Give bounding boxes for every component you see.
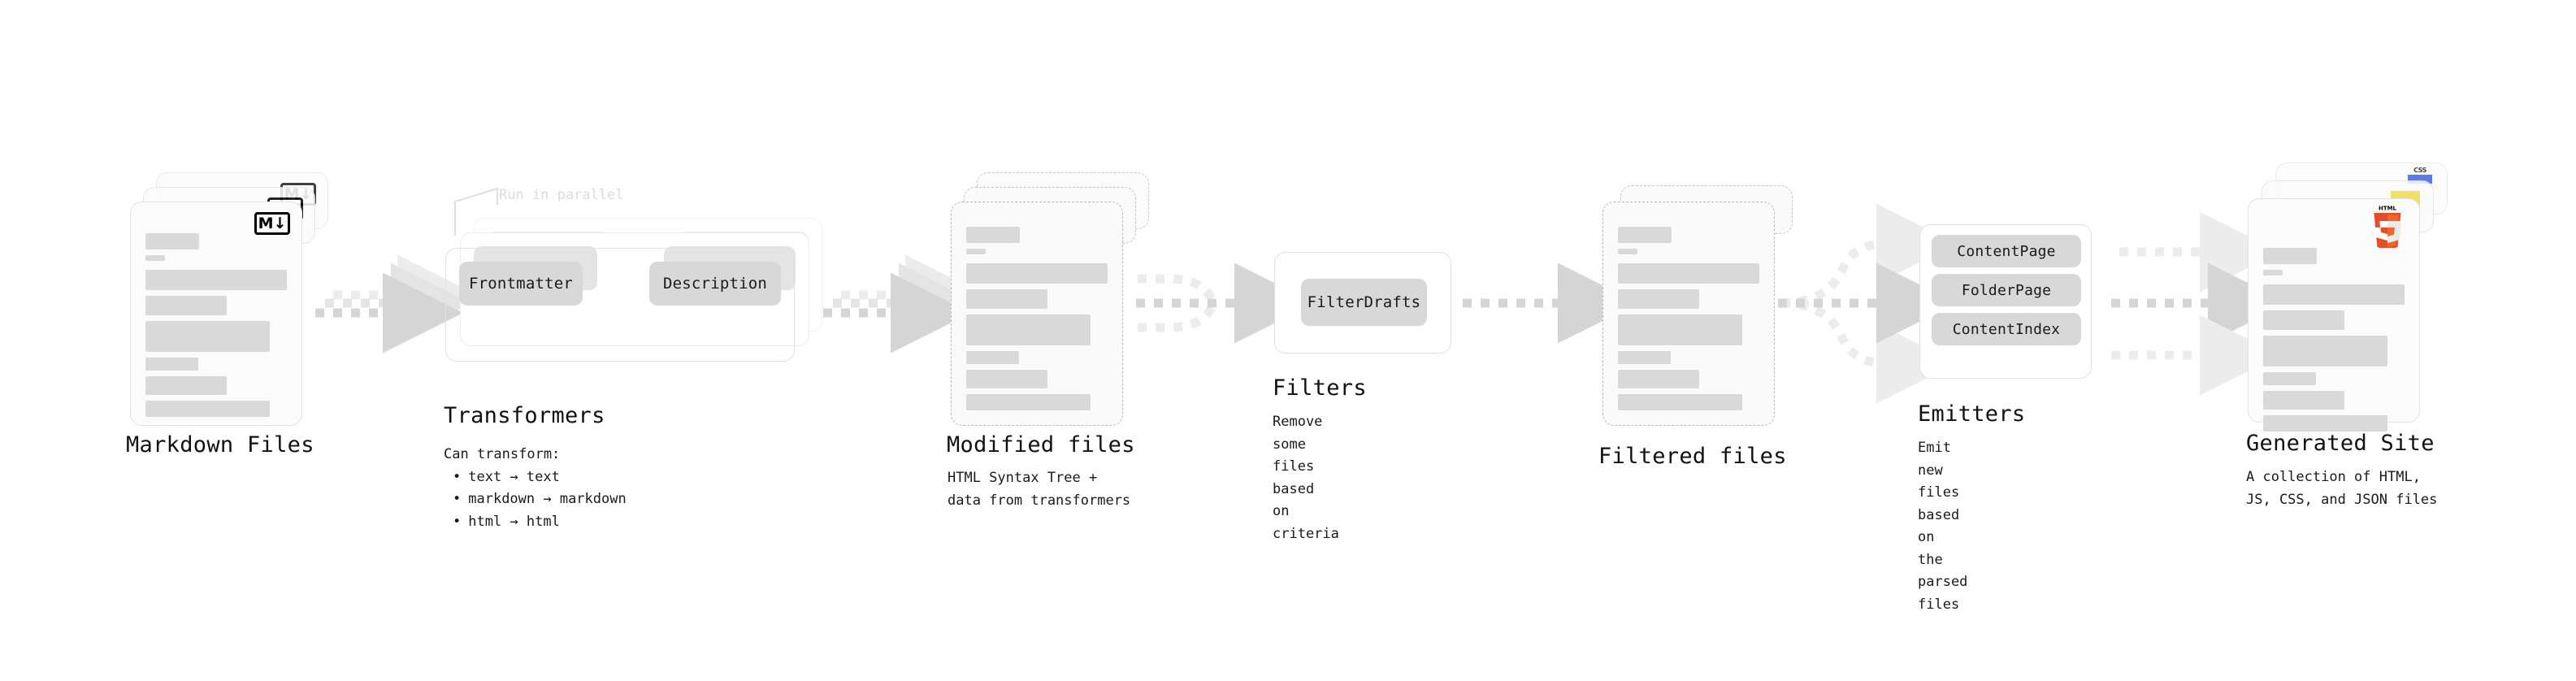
stage-subtitle-generated-site: A collection of HTML, JS, CSS, and JSON … [2246,469,2438,508]
skeleton-bar [2263,248,2317,264]
emitter-chip-contentindex[interactable]: ContentIndex [1932,313,2081,345]
html5-logo-svg: HTML [2374,206,2401,250]
html5-badge-icon: HTML [2369,206,2406,250]
skeleton-bar [1618,249,1637,254]
stage-generated-site: HTML [2246,163,2467,508]
skeleton-bar [966,314,1091,345]
card-skeleton [1618,227,1759,416]
skeleton-bar [2263,336,2388,367]
stage-subtitle-emitters: Emit new files based on the parsed files [1918,440,1968,613]
skeleton-bar [145,296,227,315]
emitters-panel: ContentPage FolderPage ContentIndex [1919,224,2092,379]
modified-card-stack [951,172,1162,426]
skeleton-bar [2263,391,2344,410]
bullets-lead: Can transform: [444,446,561,462]
skeleton-bar [2263,270,2283,275]
filters-panel: FilterDrafts [1274,252,1451,354]
filter-chip-filterdrafts[interactable]: FilterDrafts [1301,279,1427,326]
skeleton-bar [145,321,271,352]
skeleton-bar [1618,394,1743,410]
bullet-item: html → html [453,511,627,534]
skeleton-bar [966,249,986,254]
filtered-card-front [1602,202,1775,426]
stage-subtitle-modified-files: HTML Syntax Tree + data from transformer… [948,470,1131,509]
stage-title-filtered-files: Filtered files [1598,444,1787,469]
skeleton-bar [145,358,198,371]
filtered-card-stack [1602,185,1814,429]
skeleton-bar [1618,263,1759,284]
stage-title-emitters: Emitters [1918,401,2026,427]
stage-subtitle-filters: Remove some files based on criteria [1273,414,1339,542]
run-in-parallel-label: Run in parallel [499,187,624,203]
card-skeleton [145,233,287,423]
site-card-html: HTML [2248,198,2420,432]
skeleton-bar [145,270,287,290]
stage-title-transformers: Transformers [444,403,605,428]
skeleton-bar [145,401,271,417]
svg-text:HTML: HTML [2379,206,2397,212]
stage-markdown-files: M↓ M↓ M↓ [126,172,341,458]
transformers-bullets: Can transform: text → text markdown → ma… [444,444,627,533]
skeleton-bar [1618,351,1671,364]
css-badge-icon [2408,167,2432,184]
skeleton-bar [966,370,1047,388]
bullets-list: text → text markdown → markdown html → h… [444,466,627,534]
skeleton-bar [145,255,165,261]
markdown-badge: M↓ [254,212,290,235]
emitter-chip-contentpage[interactable]: ContentPage [1932,235,2081,267]
card-skeleton [2263,248,2405,437]
skeleton-bar [1618,314,1743,345]
stage-title-markdown-files: Markdown Files [126,432,314,458]
transformer-chip-description[interactable]: Description [649,262,781,306]
modified-card-front [951,202,1123,426]
site-card-stack: HTML [2248,163,2467,432]
markdown-card-stack: M↓ M↓ M↓ [130,172,341,426]
markdown-badge-label: M [258,214,274,232]
skeleton-bar [1618,370,1699,388]
skeleton-bar [145,233,199,249]
stage-title-modified-files: Modified files [947,432,1135,458]
skeleton-bar [966,263,1108,284]
skeleton-bar [145,376,227,395]
transformer-chip-frontmatter[interactable]: Frontmatter [459,262,583,306]
skeleton-bar [1618,289,1699,309]
markdown-card-front: M↓ [130,202,302,426]
skeleton-bar [1618,227,1672,243]
bullet-item: markdown → markdown [453,488,626,511]
arrow-transformers-to-modified [823,254,986,354]
skeleton-bar [966,394,1091,410]
stage-title-filters: Filters [1273,375,1367,401]
skeleton-bar [2263,415,2388,432]
skeleton-bar [966,289,1047,309]
skeleton-bar [2263,310,2344,330]
stage-modified-files: Modified files HTML Syntax Tree + data f… [947,172,1162,509]
skeleton-bar [966,351,1019,364]
transformer-panel-front: Frontmatter Description [445,248,795,362]
bullet-item: text → text [453,466,627,489]
skeleton-bar [2263,372,2316,385]
stage-filtered-files: Filtered files [1598,185,1814,469]
skeleton-bar [966,227,1020,243]
stage-title-generated-site: Generated Site [2246,431,2435,456]
card-skeleton [966,227,1108,416]
emitter-chip-folderpage[interactable]: FolderPage [1932,274,2081,306]
skeleton-bar [2263,284,2405,305]
arrow-emitters-to-site [2111,211,2288,396]
